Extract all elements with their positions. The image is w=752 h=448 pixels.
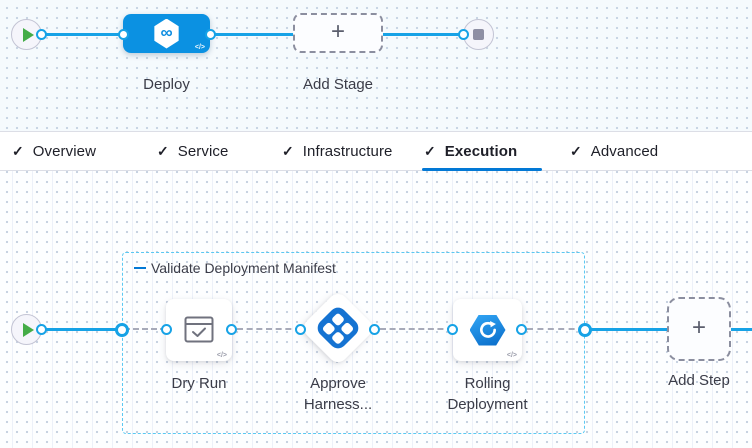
step-link-line [731,328,752,331]
step-link-line [585,328,667,331]
stage-link-line [41,33,123,36]
tab-label: Advanced [590,142,659,160]
step-node-dry-run[interactable]: </> [166,299,232,361]
rolling-deployment-icon [469,314,506,346]
tab-label: Infrastructure [302,142,393,160]
harness-cd-icon: ∞ [154,18,179,49]
plus-icon: + [691,314,706,341]
step-label-rolling-deployment: Rolling Deployment [447,375,528,413]
tab-advanced[interactable]: ✓ Advanced [570,132,658,170]
play-icon [23,322,34,337]
tab-label: Overview [32,142,97,160]
stop-icon [473,29,484,40]
code-toggle-icon: </> [506,352,517,359]
tab-service[interactable]: ✓ Service [157,132,228,170]
active-tab-underline [422,168,542,171]
step-group-title: Validate Deployment Manifest [151,260,336,276]
connector-dot [447,324,458,335]
connector-dot [369,324,380,335]
connector-dot [205,29,216,40]
step-dashed-link [124,328,166,330]
step-group-header: Validate Deployment Manifest [134,260,336,276]
connector-dot [118,29,129,40]
tab-overview[interactable]: ✓ Overview [12,132,96,170]
tab-execution[interactable]: ✓ Execution [424,132,517,170]
code-toggle-icon: </> [194,44,205,51]
connector-dot [226,324,237,335]
step-link-line [41,328,122,331]
step-dashed-link [237,328,301,330]
stage-label-deploy: Deploy [143,76,190,93]
code-toggle-icon: </> [216,352,227,359]
tab-label: Execution [444,142,518,160]
check-icon: ✓ [12,142,24,159]
step-label-approve-harness: Approve Harness... [303,375,373,413]
group-entry-connector [115,323,129,337]
add-stage-button[interactable]: + [293,13,383,53]
tab-label: Service [177,142,229,160]
play-icon [23,27,34,42]
pipeline-end-node [463,19,494,50]
collapse-dash-icon[interactable] [134,267,146,269]
plus-icon: + [330,18,345,45]
step-group-validate-deployment-manifest[interactable] [122,252,585,434]
stage-link-line [383,33,464,36]
step-label-dry-run: Dry Run [171,375,227,392]
check-icon: ✓ [570,142,582,159]
connector-dot [458,29,469,40]
step-dashed-link [527,328,585,330]
connector-dot [161,324,172,335]
execution-canvas-background [0,171,752,448]
add-step-label: Add Step [668,372,730,389]
add-stage-label: Add Stage [302,76,374,93]
connector-dot [295,324,306,335]
stage-link-line [210,33,293,36]
step-dashed-link [380,328,453,330]
group-exit-connector [578,323,592,337]
add-step-button[interactable]: + [667,297,731,361]
step-node-rolling-deployment[interactable]: </> [453,299,522,361]
stage-node-deploy[interactable]: ∞ </> [123,14,210,53]
check-icon: ✓ [157,142,169,159]
connector-dot [516,324,527,335]
stage-config-tabbar: ✓ Overview ✓ Service ✓ Infrastructure ✓ … [0,131,752,171]
dry-run-icon [184,316,214,343]
connector-dot [36,29,47,40]
connector-dot [36,324,47,335]
check-icon: ✓ [424,142,436,159]
check-icon: ✓ [282,142,294,159]
tab-infrastructure[interactable]: ✓ Infrastructure [282,132,393,170]
